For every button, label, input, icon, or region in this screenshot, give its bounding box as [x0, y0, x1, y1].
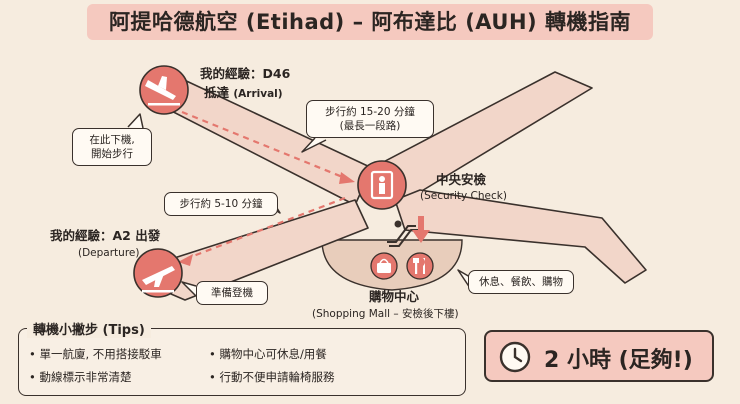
- down-arrow-icon: [412, 216, 430, 243]
- tip-item: • 單一航廈, 不用搭接駁車: [29, 347, 162, 361]
- tip-item: • 購物中心可休息/用餐: [209, 347, 327, 361]
- tip-item: • 行動不便申請輪椅服務: [209, 370, 335, 384]
- page-title: 阿提哈德航空 (Etihad) – 阿布達比 (AUH) 轉機指南: [87, 4, 653, 40]
- mall-label: 購物中心: [369, 289, 420, 304]
- tip-item: • 動線標示非常清楚: [29, 370, 132, 384]
- departure-label-en: (Departure): [78, 247, 140, 259]
- arrow-head-to-departure: [178, 254, 193, 266]
- arrival-gate-label: 我的經驗：D46: [200, 66, 291, 81]
- clock-icon: [499, 341, 531, 373]
- arrival-label: 抵達 (Arrival): [204, 85, 283, 100]
- tail-rest: [457, 269, 471, 289]
- bubble-walk-long: 步行約 15-20 分鐘 (最長一段路): [306, 100, 434, 138]
- airplane-takeoff-icon: [133, 248, 183, 298]
- corridor-south-east: [394, 189, 647, 284]
- path-arrival-to-security: [181, 110, 346, 180]
- bubble-walk-short: 步行約 5-10 分鐘: [164, 192, 278, 216]
- arrow-head-to-security: [339, 172, 355, 184]
- airplane-landing-icon: [139, 65, 189, 115]
- fork-knife-icon: [406, 252, 434, 280]
- mall-label-en: (Shopping Mall – 安檢後下樓): [312, 308, 459, 320]
- tail-board: [181, 281, 197, 297]
- departure-gate-label: 我的經驗：A2 出發: [50, 228, 161, 243]
- bubble-board: 準備登機: [196, 281, 268, 305]
- transfer-time-text: 2 小時 (足夠!): [544, 348, 693, 373]
- transfer-time-box: 2 小時 (足夠!): [484, 330, 714, 382]
- tips-box: 轉機小撇步 (Tips) • 單一航廈, 不用搭接駁車 • 購物中心可休息/用餐…: [18, 319, 466, 396]
- tail-walk-long: [301, 137, 327, 153]
- security-label: 中央安檢: [436, 172, 487, 187]
- tips-title: 轉機小撇步 (Tips): [27, 319, 151, 338]
- shopping-bag-icon: [370, 252, 398, 280]
- bubble-rest: 休息、餐飲、購物: [468, 270, 574, 294]
- security-label-en: (Security Check): [420, 190, 507, 202]
- tail-deplane: [127, 113, 144, 129]
- bubble-deplane: 在此下機, 開始步行: [72, 128, 152, 166]
- terminal-corridors: [149, 71, 647, 301]
- security-scanner-icon: [357, 160, 407, 210]
- walking-paths: [181, 110, 346, 260]
